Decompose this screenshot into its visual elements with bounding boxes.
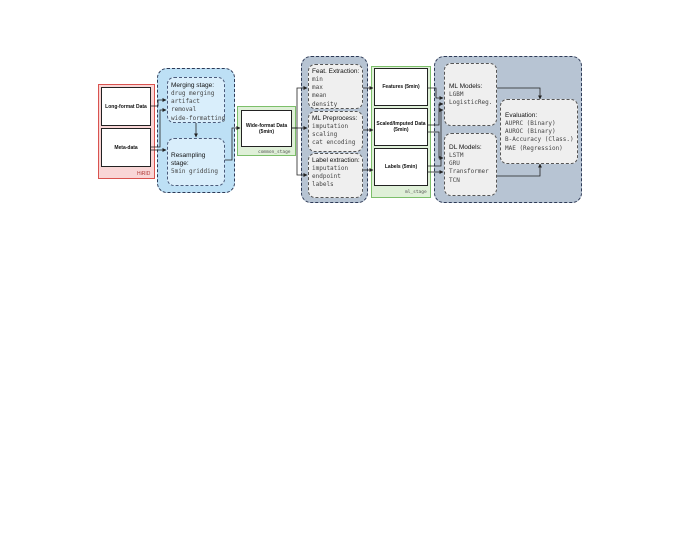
- ml-preprocess-title: ML Preprocess:: [312, 115, 358, 122]
- meta-data-label: Meta-data: [114, 144, 138, 151]
- merging-item: wide-formatting: [171, 114, 226, 122]
- arrow-long-to-merging: [151, 98, 167, 107]
- arrow-features-to-ml: [428, 87, 444, 100]
- evaluation-box: Evaluation: AUPRC (Binary) AUROC (Binary…: [500, 99, 578, 164]
- ml-models-title: ML Models:: [449, 83, 483, 90]
- evaluation-title: Evaluation:: [505, 112, 538, 119]
- arrow-wide-to-feat: [292, 86, 308, 129]
- feature-extraction-item: min: [312, 76, 323, 83]
- dl-models-item: TCN: [449, 176, 460, 184]
- features-label: Features (5min): [382, 84, 420, 90]
- feature-extraction-item: density: [312, 100, 338, 108]
- ml-preprocess-item: imputation: [312, 123, 349, 130]
- arrow-wide-to-label: [292, 127, 308, 177]
- label-extraction-title: Label extraction:: [312, 157, 360, 164]
- merging-item: artifact: [171, 98, 200, 106]
- ml-models-item: LogisticReg.: [449, 99, 493, 107]
- arrow-scaled-to-ml: [428, 102, 444, 126]
- merging-stage-box: Merging stage: drug merging artifact rem…: [167, 77, 225, 123]
- feature-extraction-item: max: [312, 84, 323, 92]
- ml-stage-label: ml_stage: [405, 190, 427, 195]
- merging-item: removal: [171, 106, 197, 114]
- dl-models-item: Transformer: [449, 168, 489, 176]
- scaled-imputed-label: Scaled/Imputed Data (5min): [376, 121, 426, 133]
- hirid-label: HiRID: [137, 171, 151, 177]
- long-format-data-box: Long-format Data: [101, 87, 151, 126]
- evaluation-item: AUROC (Binary): [505, 128, 556, 136]
- arrow-labels-to-ml: [428, 108, 444, 167]
- meta-data-box: Meta-data: [101, 128, 151, 167]
- evaluation-item: B-Accuracy (Class.): [505, 136, 574, 144]
- arrow-dl-to-eval: [497, 163, 542, 177]
- feature-extraction-title: Feat. Extraction:: [312, 68, 360, 75]
- ml-models-item: LGBM: [449, 91, 464, 98]
- dl-models-item: LSTM: [449, 152, 464, 159]
- arrow-meta-to-merging: [151, 108, 167, 148]
- common-stage-label: common_stage: [258, 150, 291, 155]
- arrow-ml-to-eval: [497, 87, 542, 100]
- resampling-stage-title: Resampling stage:: [171, 152, 206, 167]
- ml-models-box: ML Models: LGBM LogisticReg.: [444, 63, 497, 126]
- merging-stage-title: Merging stage:: [171, 82, 214, 89]
- ml-preprocess-item: scaling: [312, 131, 338, 139]
- labels-box: Labels (5min): [374, 148, 428, 186]
- dl-models-box: DL Models: LSTM GRU Transformer TCN: [444, 133, 497, 196]
- evaluation-item: AUPRC (Binary): [505, 120, 556, 127]
- resampling-stage-box: Resampling stage: 5min gridding: [167, 138, 225, 186]
- wide-format-data-label: Wide-format Data (5min): [245, 122, 288, 135]
- long-format-data-label: Long-format Data: [105, 103, 147, 110]
- dl-models-title: DL Models:: [449, 144, 482, 151]
- feature-extraction-box: Feat. Extraction: min max mean density: [308, 64, 363, 109]
- feature-extraction-item: mean: [312, 92, 327, 100]
- ml-preprocess-box: ML Preprocess: imputation scaling cat en…: [308, 111, 363, 152]
- ml-preprocess-item: cat encoding: [312, 139, 356, 147]
- evaluation-item: MAE (Regression): [505, 144, 563, 152]
- arrow-resampling-to-wide: [225, 126, 241, 161]
- label-extraction-item: endpoint: [312, 173, 341, 181]
- wide-format-data-box: Wide-format Data (5min): [241, 110, 292, 147]
- labels-label: Labels (5min): [384, 164, 418, 170]
- label-extraction-item: labels: [312, 181, 334, 189]
- dl-models-item: GRU: [449, 160, 460, 168]
- label-extraction-item: imputation: [312, 165, 349, 172]
- resampling-item: 5min gridding: [171, 168, 218, 175]
- merging-item: drug merging: [171, 90, 215, 97]
- label-extraction-box: Label extraction: imputation endpoint la…: [308, 153, 363, 198]
- scaled-imputed-box: Scaled/Imputed Data (5min): [374, 108, 428, 146]
- features-box: Features (5min): [374, 68, 428, 106]
